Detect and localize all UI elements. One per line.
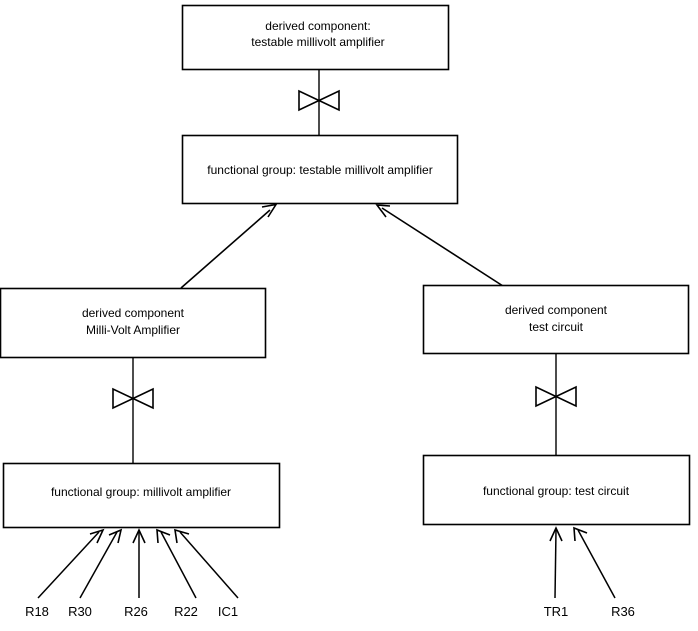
- node-box-outline: [181, 134, 459, 205]
- node-label-line1: derived component: [505, 303, 608, 317]
- bowtie-right-triangle: [317, 89, 340, 112]
- leaf-label-r22: R22: [174, 604, 198, 619]
- leaf-label-r30: R30: [68, 604, 92, 619]
- leaf-line: [79, 531, 118, 599]
- node-top-derived-component[interactable]: derived component: testable millivolt am…: [181, 4, 450, 71]
- leaf-connector-r18: [37, 528, 105, 599]
- connector-right-derived-to-right-functional: [535, 353, 577, 455]
- bowtie-left-triangle: [298, 89, 321, 112]
- bowtie-right-triangle: [554, 385, 577, 408]
- leaf-connector-ic1: [174, 528, 239, 599]
- arrow-right-derived-to-top-functional: [375, 204, 504, 287]
- bowtie-left-triangle: [112, 387, 135, 410]
- leaf-line: [577, 529, 616, 599]
- relation-line: [180, 209, 271, 289]
- node-right-derived-component[interactable]: derived component test circuit: [422, 284, 690, 355]
- leaf-label-ic1: IC1: [218, 604, 238, 619]
- leaf-connector-r36: [573, 526, 616, 599]
- bowtie-left-triangle: [535, 385, 558, 408]
- node-label-line1: functional group: millivolt amplifier: [51, 485, 231, 499]
- arrowhead-open: [108, 528, 123, 544]
- leaf-label-r26: R26: [124, 604, 148, 619]
- leaf-line: [160, 531, 197, 599]
- node-label-line2: testable millivolt amplifier: [251, 35, 384, 49]
- bowtie-realization-symbol: [298, 89, 340, 112]
- leaf-connector-r30: [79, 528, 123, 599]
- arrowhead-open: [375, 204, 391, 218]
- node-label-line2: Milli-Volt Amplifier: [86, 323, 180, 337]
- arrowhead-open: [573, 526, 588, 542]
- leaf-line: [179, 531, 239, 599]
- node-left-derived-component[interactable]: derived component Milli-Volt Amplifier: [0, 287, 267, 359]
- leaf-line: [554, 529, 557, 599]
- node-label-line1: derived component:: [265, 19, 370, 33]
- connector-left-derived-to-left-functional: [112, 357, 154, 463]
- bowtie-realization-symbol: [535, 385, 577, 408]
- node-label-line1: functional group: test circuit: [483, 484, 630, 498]
- node-top-functional-group[interactable]: functional group: testable millivolt amp…: [181, 134, 459, 205]
- bowtie-realization-symbol: [112, 387, 154, 410]
- relation-line: [381, 207, 504, 287]
- node-box-outline: [422, 454, 691, 526]
- bowtie-right-triangle: [131, 387, 154, 410]
- arrowhead-open: [549, 526, 563, 542]
- node-label-line1: functional group: testable millivolt amp…: [207, 163, 432, 177]
- connector-top-derived-to-top-functional: [298, 69, 340, 135]
- leaf-connector-r26: [132, 528, 146, 598]
- node-box-outline: [422, 284, 690, 355]
- node-label-line1: derived component: [82, 306, 185, 320]
- node-right-functional-group[interactable]: functional group: test circuit: [422, 454, 691, 526]
- node-box-outline: [0, 287, 267, 359]
- node-left-functional-group[interactable]: functional group: millivolt amplifier: [2, 462, 281, 529]
- arrowhead-open: [89, 528, 105, 544]
- arrowhead-open: [156, 528, 171, 544]
- node-label-line2: test circuit: [529, 320, 584, 334]
- leaf-label-r36: R36: [611, 604, 635, 619]
- arrowhead-open: [132, 528, 146, 544]
- leaf-label-r18: R18: [25, 604, 49, 619]
- arrowhead-open: [174, 528, 190, 544]
- leaf-connector-r22: [156, 528, 197, 599]
- leaf-connector-tr1: [549, 526, 563, 599]
- leaf-line: [37, 531, 100, 599]
- node-box-outline: [181, 4, 450, 71]
- leaf-label-tr1: TR1: [544, 604, 569, 619]
- arrow-left-derived-to-top-functional: [180, 203, 278, 289]
- node-box-outline: [2, 462, 281, 529]
- arrowhead-open: [261, 203, 278, 218]
